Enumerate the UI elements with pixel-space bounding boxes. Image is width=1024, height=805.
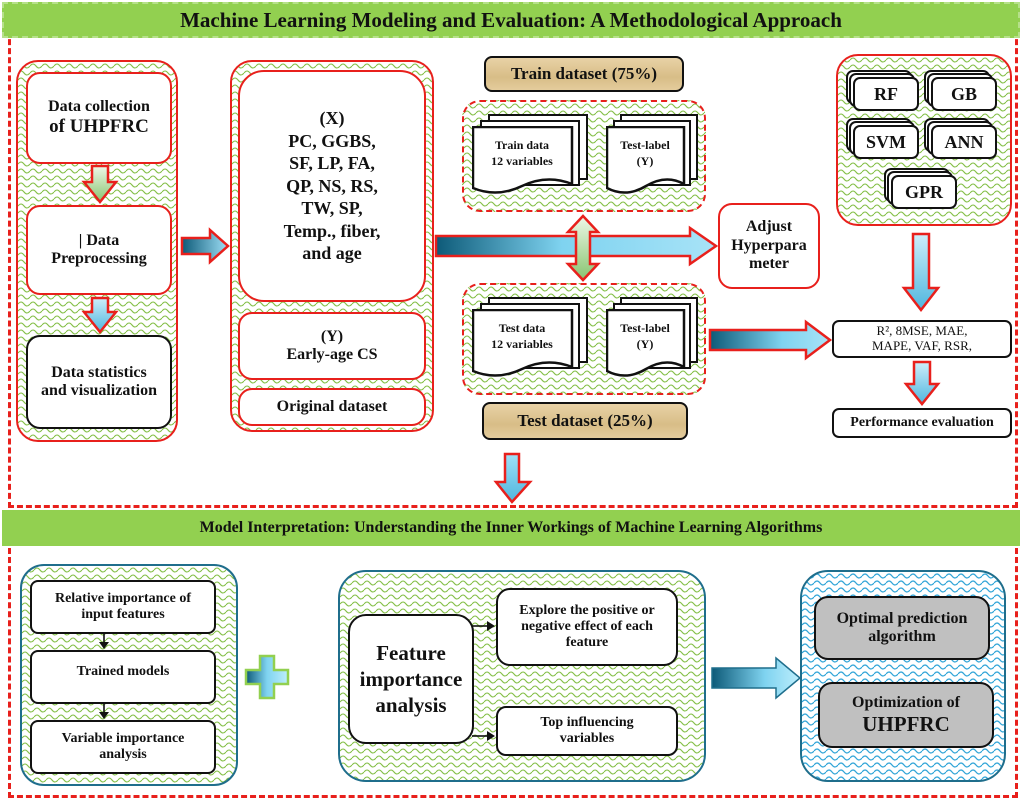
step-arrow-1	[99, 634, 109, 649]
right-arrow-to-metrics	[708, 319, 833, 361]
top-section-frame	[8, 30, 1018, 508]
plus-icon	[244, 654, 290, 700]
model-ann: ANN	[924, 118, 998, 160]
model-gpr: GPR	[884, 168, 958, 210]
arrow-to-top	[472, 731, 495, 741]
top-influencing-box: Top influencing variables	[496, 706, 678, 756]
interpretation-banner: Model Interpretation: Understanding the …	[2, 510, 1020, 546]
relative-importance-box: Relative importance of input features	[30, 580, 216, 634]
down-arrow-preprocessing-to-statistics	[81, 296, 119, 335]
model-gb: GB	[924, 70, 998, 112]
main-title-banner: Machine Learning Modeling and Evaluation…	[2, 2, 1020, 38]
train-label-doc: Test-label (Y)	[606, 114, 702, 198]
down-arrow-to-interpretation	[493, 452, 533, 504]
step-arrow-2	[99, 704, 109, 719]
variable-importance-box: Variable importance analysis	[30, 720, 216, 774]
test-data-doc: Test data 12 variables	[472, 297, 592, 381]
data-preprocessing-box: | Data Preprocessing	[26, 205, 172, 295]
right-arrow-to-optimization	[711, 656, 802, 700]
feature-importance-box: Feature importance analysis	[348, 614, 474, 744]
down-arrow-models-to-metrics	[901, 232, 941, 313]
main-title: Machine Learning Modeling and Evaluation…	[180, 7, 842, 32]
interpretation-title: Model Interpretation: Understanding the …	[199, 519, 823, 536]
original-dataset-box: Original dataset	[238, 388, 426, 426]
data-statistics-box: Data statistics and visualization	[26, 335, 172, 429]
metrics-box: R², 8MSE, MAE, MAPE, VAF, RSR,	[832, 320, 1012, 358]
bottom-section-frame	[8, 548, 1018, 798]
right-arrow-to-dataset	[180, 227, 230, 265]
trained-models-box: Trained models	[30, 650, 216, 704]
optimal-algorithm-box: Optimal prediction algorithm	[814, 596, 990, 660]
down-arrow-metrics-to-performance	[903, 360, 941, 407]
train-data-doc: Train data 12 variables	[472, 114, 592, 198]
output-variable-box: (Y) Early-age CS	[238, 312, 426, 380]
train-dataset-label: Train dataset (75%)	[484, 56, 684, 92]
input-variables-box: (X) PC, GGBS, SF, LP, FA, QP, NS, RS, TW…	[238, 70, 426, 302]
data-collection-box: Data collection of UHPFRC	[26, 72, 172, 164]
performance-evaluation-box: Performance evaluation	[832, 408, 1012, 438]
optimization-uhpfrc-box: Optimization of UHPFRC	[818, 682, 994, 748]
explore-effect-box: Explore the positive or negative effect …	[496, 588, 678, 666]
test-dataset-label: Test dataset (25%)	[482, 402, 688, 440]
model-rf: RF	[846, 70, 920, 112]
down-arrow-collection-to-preprocessing	[81, 164, 119, 205]
model-svm: SVM	[846, 118, 920, 160]
test-label-doc: Test-label (Y)	[606, 297, 702, 381]
adjust-hyperparameter-box: Adjust Hyperpara meter	[718, 203, 820, 289]
bidirectional-arrow-train-test	[565, 214, 601, 282]
arrow-to-explore	[472, 621, 495, 631]
